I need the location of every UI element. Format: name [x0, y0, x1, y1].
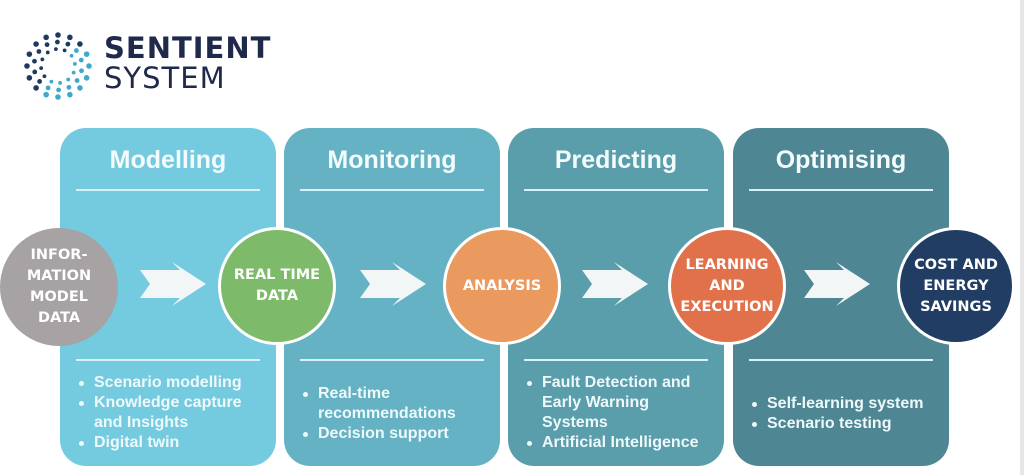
logo-dot: [45, 85, 51, 91]
stage-bullets: Self-learning system Scenario testing: [745, 394, 941, 434]
brand-logo: SENTIENT SYSTEM: [22, 30, 272, 100]
stage-bullets: Fault Detection and Early Warning System…: [520, 373, 720, 453]
logo-dot: [74, 78, 80, 83]
logo-dot: [55, 32, 61, 38]
bullet-item: Decision support: [296, 424, 470, 444]
logo-dot: [73, 48, 79, 53]
logo-dot: [55, 94, 61, 100]
bullets-divider: [524, 359, 708, 361]
node-label: LEARNING AND EXECUTION: [680, 256, 774, 315]
logo-dot: [69, 53, 74, 58]
node-information-model-data: INFOR- MATION MODEL DATA: [0, 228, 118, 346]
right-arrow-icon: [360, 262, 426, 306]
stage-title: Predicting: [554, 146, 678, 174]
logo-dot: [32, 58, 37, 64]
logo-dot: [49, 79, 54, 84]
title-divider: [749, 189, 933, 191]
logo-dot: [26, 51, 33, 57]
logo-dot: [45, 50, 50, 55]
logo-dot: [55, 39, 60, 45]
logo-dot: [65, 41, 71, 47]
logo-dot: [26, 75, 33, 81]
stage-bullets: Scenario modelling Knowledge capture and…: [72, 373, 268, 453]
logo-dot: [42, 74, 47, 79]
logo-dot: [39, 66, 44, 70]
logo-dot: [33, 85, 39, 91]
logo-dot: [66, 77, 71, 82]
logo-dot: [66, 84, 72, 90]
title-divider: [76, 189, 260, 191]
dot-ring-logo-icon: [24, 32, 92, 100]
bullets-divider: [300, 359, 484, 361]
logo-dot: [40, 57, 45, 62]
bullet-item: Digital twin: [72, 433, 268, 453]
right-edge-border: [1020, 0, 1024, 475]
bullet-item: Fault Detection and Early Warning System…: [520, 373, 720, 433]
node-label: ANALYSIS: [462, 277, 542, 294]
logo-dot: [36, 49, 42, 54]
title-divider: [524, 189, 708, 191]
node-label: COST AND ENERGY SAVINGS: [914, 256, 998, 315]
logo-dot: [67, 34, 73, 41]
bullets-divider: [749, 359, 933, 361]
logo-dot: [33, 41, 39, 47]
logo-dot: [77, 85, 83, 91]
stage-title: Optimising: [775, 146, 907, 174]
stage-title: Monitoring: [327, 146, 457, 174]
logo-dot: [67, 91, 73, 98]
stage-title: Modelling: [109, 146, 227, 174]
node-analysis: ANALYSIS: [443, 227, 561, 345]
logo-dot: [72, 62, 77, 66]
right-arrow-icon: [140, 262, 206, 306]
logo-dot: [37, 79, 43, 84]
node-cost-and-energy-savings: COST AND ENERGY SAVINGS: [897, 227, 1015, 345]
brand-name-line2: SYSTEM: [104, 61, 226, 95]
logo-dot: [43, 34, 49, 41]
logo-dot: [83, 75, 90, 81]
logo-dot: [43, 91, 49, 98]
logo-dot: [62, 48, 67, 53]
node-real-time-data: REAL TIME DATA: [218, 227, 336, 345]
bullet-item: Knowledge capture and Insights: [72, 393, 268, 433]
bullet-item: Self-learning system: [745, 394, 941, 414]
logo-dot: [71, 70, 76, 75]
stage-bullets: Real-time recommendations Decision suppo…: [296, 384, 470, 444]
right-arrow-icon: [582, 262, 648, 306]
bullets-divider: [76, 359, 260, 361]
logo-dot: [77, 41, 83, 47]
logo-dot: [58, 80, 62, 85]
logo-dot: [79, 68, 84, 74]
logo-dot: [44, 42, 50, 48]
logo-dot: [78, 57, 84, 63]
bullet-item: Artificial Intelligence: [520, 433, 720, 453]
bullet-item: Real-time recommendations: [296, 384, 470, 424]
logo-dot: [86, 63, 92, 69]
title-divider: [300, 189, 484, 191]
bullet-item: Scenario modelling: [72, 373, 268, 393]
logo-dot: [24, 63, 30, 69]
node-learning-and-execution: LEARNING AND EXECUTION: [668, 227, 786, 345]
bullet-item: Scenario testing: [745, 414, 941, 434]
node-label: INFOR- MATION MODEL DATA: [26, 247, 92, 326]
node-label: REAL TIME DATA: [233, 267, 321, 304]
right-arrow-icon: [804, 262, 870, 306]
brand-name-line1: SENTIENT: [104, 31, 272, 65]
logo-dot: [56, 87, 61, 93]
logo-dot: [32, 69, 38, 75]
logo-dot: [54, 47, 58, 52]
logo-dot: [83, 51, 90, 57]
